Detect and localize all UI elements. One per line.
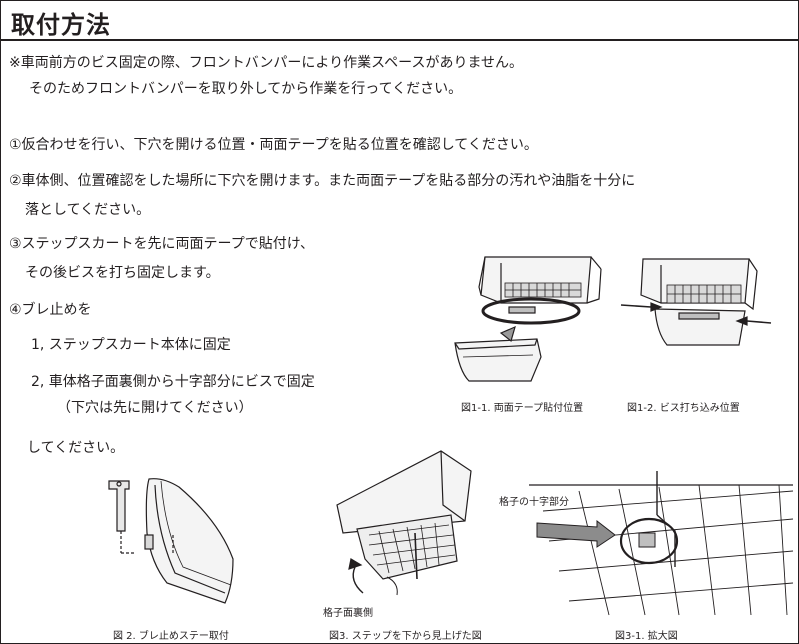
step-4-sub-1: 1, ステップスカート本体に固定 — [31, 337, 231, 353]
figure-3-diagram — [336, 450, 472, 596]
figure-2-diagram — [108, 478, 234, 604]
step-4-end: してください。 — [27, 440, 125, 456]
figure-3-1-diagram — [529, 471, 794, 616]
figure-1-2-diagram — [620, 258, 772, 346]
title-bar: 取付方法 — [1, 1, 798, 41]
step-4-sub-2-note: （下穴は先に開けてください） — [57, 400, 253, 416]
step-4-sub-2: 2, 車体格子面裏側から十字部分にビスで固定 — [31, 374, 315, 390]
figure-3-1-caption: 図3-1. 拡大図 — [615, 631, 678, 642]
step-3-line-2: その後ビスを打ち固定します。 — [25, 265, 220, 281]
figure-1-1-diagram — [454, 256, 602, 382]
note-line-1: ※車両前方のビス固定の際、フロントバンパーにより作業スペースがありません。 — [9, 55, 524, 71]
step-4: ④ブレ止めを — [9, 302, 92, 318]
lattice-cross-label: 格子の十字部分 — [499, 497, 569, 508]
note-line-2: そのためフロントバンパーを取り外してから作業を行ってください。 — [29, 81, 463, 97]
step-1: ①仮合わせを行い、下穴を開ける位置・両面テープを貼る位置を確認してください。 — [9, 137, 538, 153]
step-2-line-2: 落としてください。 — [25, 202, 151, 218]
page-title: 取付方法 — [11, 11, 111, 39]
lattice-back-label: 格子面裏側 — [323, 608, 373, 619]
step-3-line-1: ③ステップスカートを先に両面テープで貼付け、 — [9, 236, 315, 252]
figure-2-caption: 図 2. ブレ止めステー取付 — [113, 631, 229, 642]
figure-1-1-caption: 図1-1. 両面テープ貼付位置 — [461, 403, 584, 414]
figure-1-2-caption: 図1-2. ビス打ち込み位置 — [627, 403, 740, 414]
step-2-line-1: ②車体側、位置確認をした場所に下穴を開けます。また両面テープを貼る部分の汚れや油… — [9, 173, 636, 189]
figure-3-caption: 図3. ステップを下から見上げた図 — [329, 631, 482, 642]
